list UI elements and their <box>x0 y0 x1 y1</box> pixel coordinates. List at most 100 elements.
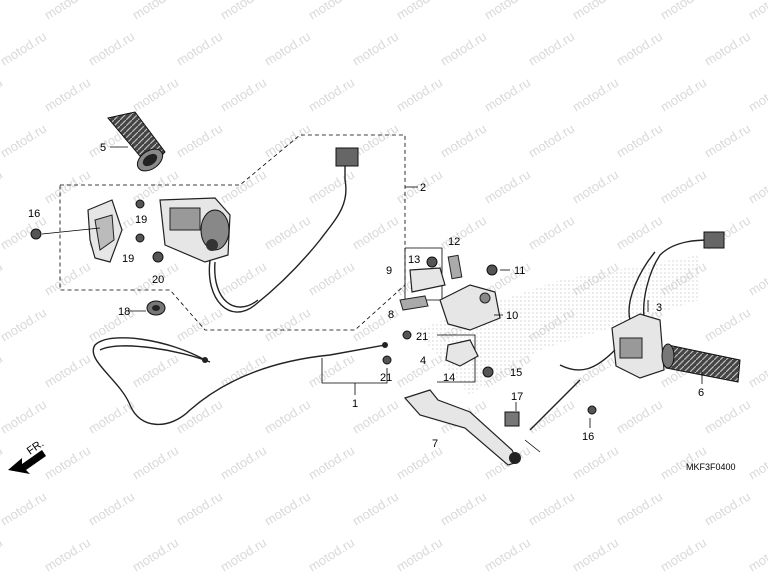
watermark-text: motod.ru <box>42 535 93 575</box>
watermark-text: motod.ru <box>130 535 181 575</box>
left-connector <box>335 147 359 167</box>
watermark-text: motod.ru <box>306 443 357 483</box>
watermark-text: motod.ru <box>262 213 313 253</box>
watermark-text: motod.ru <box>130 443 181 483</box>
watermark-text: motod.ru <box>42 75 93 115</box>
watermark-text: motod.ru <box>526 121 577 161</box>
callout-c19b: 19 <box>122 253 134 265</box>
right-connector <box>703 231 725 249</box>
assembly-shading <box>415 255 700 395</box>
watermark-text: motod.ru <box>746 75 768 115</box>
watermark-text: motod.ru <box>394 75 445 115</box>
watermark-text: motod.ru <box>0 167 5 207</box>
callout-c14: 14 <box>443 372 455 384</box>
left-harness <box>208 160 347 313</box>
assembly-2-frame <box>59 134 406 331</box>
watermark-text: motod.ru <box>658 535 709 575</box>
watermark-text: motod.ru <box>130 75 181 115</box>
watermark-text: motod.ru <box>614 121 665 161</box>
watermark-text: motod.ru <box>218 443 269 483</box>
callout-c12: 12 <box>448 236 460 248</box>
watermark-text: motod.ru <box>0 443 5 483</box>
assembly-4-frame <box>437 334 476 383</box>
watermark-text: motod.ru <box>746 167 768 207</box>
callout-c11: 11 <box>514 265 525 277</box>
watermark-text: motod.ru <box>702 397 753 437</box>
callout-c19a: 19 <box>135 214 147 226</box>
watermark-text: motod.ru <box>306 0 357 23</box>
watermark-text: motod.ru <box>482 75 533 115</box>
watermark-text: motod.ru <box>482 535 533 575</box>
watermark-text: motod.ru <box>482 167 533 207</box>
watermark-text: motod.ru <box>350 213 401 253</box>
left-switch-housing <box>30 197 231 263</box>
watermark-text: motod.ru <box>0 213 49 253</box>
callout-c8: 8 <box>388 309 394 321</box>
watermark-text: motod.ru <box>306 259 357 299</box>
watermark-text: motod.ru <box>262 305 313 345</box>
plug-17 <box>504 411 520 427</box>
callout-c18: 18 <box>118 306 130 318</box>
watermark-text: motod.ru <box>394 0 445 23</box>
watermark-text: motod.ru <box>526 29 577 69</box>
callout-c16b: 16 <box>582 431 594 443</box>
watermark-text: motod.ru <box>218 535 269 575</box>
watermark-text: motod.ru <box>702 305 753 345</box>
callout-c6: 6 <box>698 387 704 399</box>
clutch-switch <box>445 339 479 367</box>
callout-c10: 10 <box>506 310 518 322</box>
watermark-text: motod.ru <box>0 75 5 115</box>
watermark-text: motod.ru <box>42 0 93 23</box>
leader-16a <box>41 227 101 235</box>
right-harness <box>643 239 711 326</box>
watermark-text: motod.ru <box>438 213 489 253</box>
watermark-text: motod.ru <box>570 0 621 23</box>
watermark-text: motod.ru <box>570 443 621 483</box>
cable-clamp-18 <box>146 300 166 316</box>
watermark-text: motod.ru <box>0 489 49 529</box>
watermark-text: motod.ru <box>526 397 577 437</box>
watermark-text: motod.ru <box>218 0 269 23</box>
watermark-text: motod.ru <box>0 351 5 391</box>
watermark-text: motod.ru <box>746 443 768 483</box>
callout-c5: 5 <box>100 142 106 154</box>
watermark-text: motod.ru <box>0 259 5 299</box>
watermark-text: motod.ru <box>174 121 225 161</box>
watermark-text: motod.ru <box>350 29 401 69</box>
watermark-text: motod.ru <box>130 351 181 391</box>
watermark-text: motod.ru <box>218 259 269 299</box>
watermark-text: motod.ru <box>0 397 49 437</box>
watermark-text: motod.ru <box>174 305 225 345</box>
watermark-text: motod.ru <box>0 305 49 345</box>
callout-c15: 15 <box>510 367 522 379</box>
diagram-code: MKF3F0400 <box>686 462 736 472</box>
watermark-text: motod.ru <box>306 167 357 207</box>
pivot-bolt-8 <box>399 295 429 311</box>
callout-c9: 9 <box>386 265 392 277</box>
watermark-text: motod.ru <box>350 489 401 529</box>
left-grip <box>107 111 166 172</box>
watermark-text: motod.ru <box>658 167 709 207</box>
callout-c4: 4 <box>420 355 426 367</box>
watermark-text: motod.ru <box>614 213 665 253</box>
watermark-text: motod.ru <box>42 167 93 207</box>
watermark-text: motod.ru <box>262 397 313 437</box>
watermark-text: motod.ru <box>482 0 533 23</box>
watermark-text: motod.ru <box>702 121 753 161</box>
watermark-text: motod.ru <box>218 75 269 115</box>
callout-c21a: 21 <box>416 331 428 343</box>
watermark-text: motod.ru <box>306 535 357 575</box>
watermark-text: motod.ru <box>306 75 357 115</box>
nut-21 <box>382 355 392 365</box>
watermark-text: motod.ru <box>262 29 313 69</box>
callout-c21b: 21 <box>380 372 392 384</box>
watermark-text: motod.ru <box>746 351 768 391</box>
watermark-text: motod.ru <box>0 0 5 23</box>
watermark-text: motod.ru <box>0 29 49 69</box>
callout-c2: 2 <box>420 182 426 194</box>
watermark-text: motod.ru <box>658 75 709 115</box>
watermark-text: motod.ru <box>570 535 621 575</box>
watermark-text: motod.ru <box>702 29 753 69</box>
